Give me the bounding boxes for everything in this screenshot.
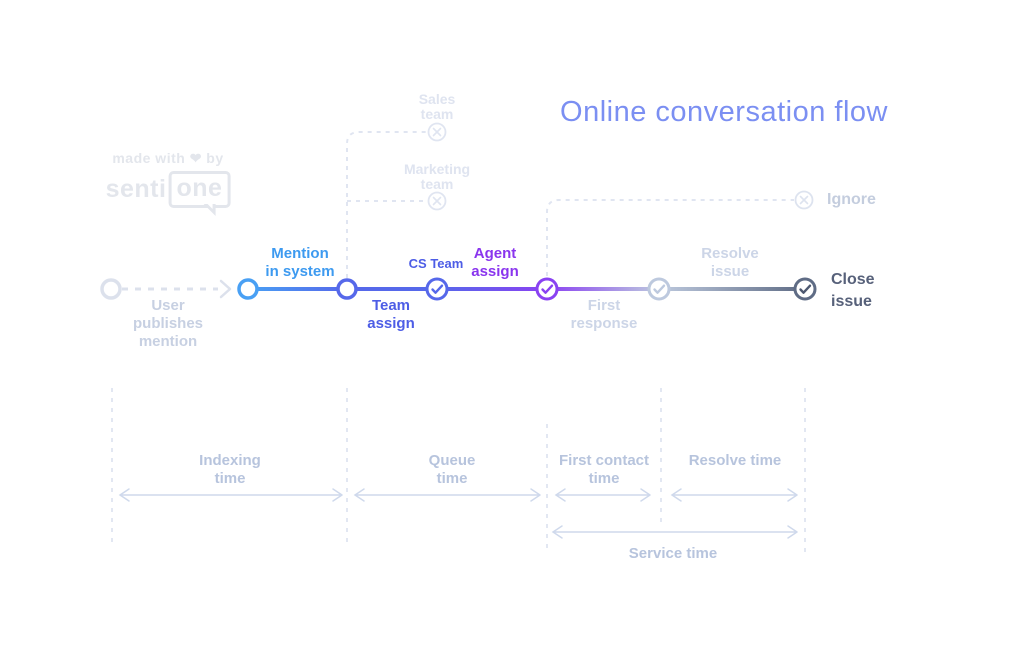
check-icon <box>799 284 812 294</box>
label-ignore: Ignore <box>827 191 876 208</box>
label-sales-team: Sales team <box>418 91 456 122</box>
label-service-time: Service time <box>628 545 718 562</box>
label-queue-time: Queue time <box>428 452 476 487</box>
node-close-issue <box>793 277 817 301</box>
check-icon <box>431 284 444 294</box>
sales-team-x-node <box>427 122 447 142</box>
x-icon <box>799 195 809 205</box>
node-mention-in-system <box>237 278 259 300</box>
x-icon <box>432 127 442 137</box>
label-marketing-team: Marketing team <box>403 161 471 192</box>
branch-sales-team-connector <box>346 131 427 278</box>
label-resolve-issue: Resolve issue <box>701 245 759 280</box>
ignore-x-node <box>794 190 814 210</box>
logo-brand-prefix: senti <box>105 175 167 203</box>
label-resolve-time: Resolve time <box>688 452 782 469</box>
label-cs-team: CS Team <box>408 256 464 271</box>
label-indexing-time: Indexing time <box>199 452 261 487</box>
logo-brand: senti one <box>105 171 231 216</box>
service-time-arrow <box>551 525 798 539</box>
label-agent-assign: Agent assign <box>471 245 519 280</box>
node-first-response <box>647 277 671 301</box>
marketing-team-x-node <box>427 191 447 211</box>
branch-ignore-connector <box>546 199 794 276</box>
logo-tagline: made with ❤ by <box>112 150 224 166</box>
label-close-issue: Close issue <box>831 271 875 310</box>
first-contact-time-arrow <box>554 488 651 502</box>
sentione-logo: made with ❤ by senti one <box>105 150 231 216</box>
node-cs-team <box>425 277 449 301</box>
node-team-assign <box>336 278 358 300</box>
resolve-time-arrow <box>670 488 798 502</box>
chevron-right-icon <box>219 279 232 299</box>
indexing-time-arrow <box>118 488 343 502</box>
x-icon <box>432 196 442 206</box>
label-mention-in-system: Mention in system <box>265 245 335 280</box>
node-agent-assign <box>535 277 559 301</box>
check-icon <box>653 284 666 294</box>
node-user-publishes-mention <box>100 278 122 300</box>
label-first-contact-time: First contact time <box>558 452 650 487</box>
label-first-response: First response <box>570 297 638 332</box>
logo-brand-suffix: one <box>176 174 223 202</box>
speech-bubble-icon: one <box>168 171 231 216</box>
page-title: Online conversation flow <box>560 96 888 128</box>
check-icon <box>541 284 554 294</box>
label-user-publishes-mention: User publishes mention <box>132 297 204 350</box>
queue-time-arrow <box>353 488 541 502</box>
label-team-assign: Team assign <box>367 297 415 332</box>
